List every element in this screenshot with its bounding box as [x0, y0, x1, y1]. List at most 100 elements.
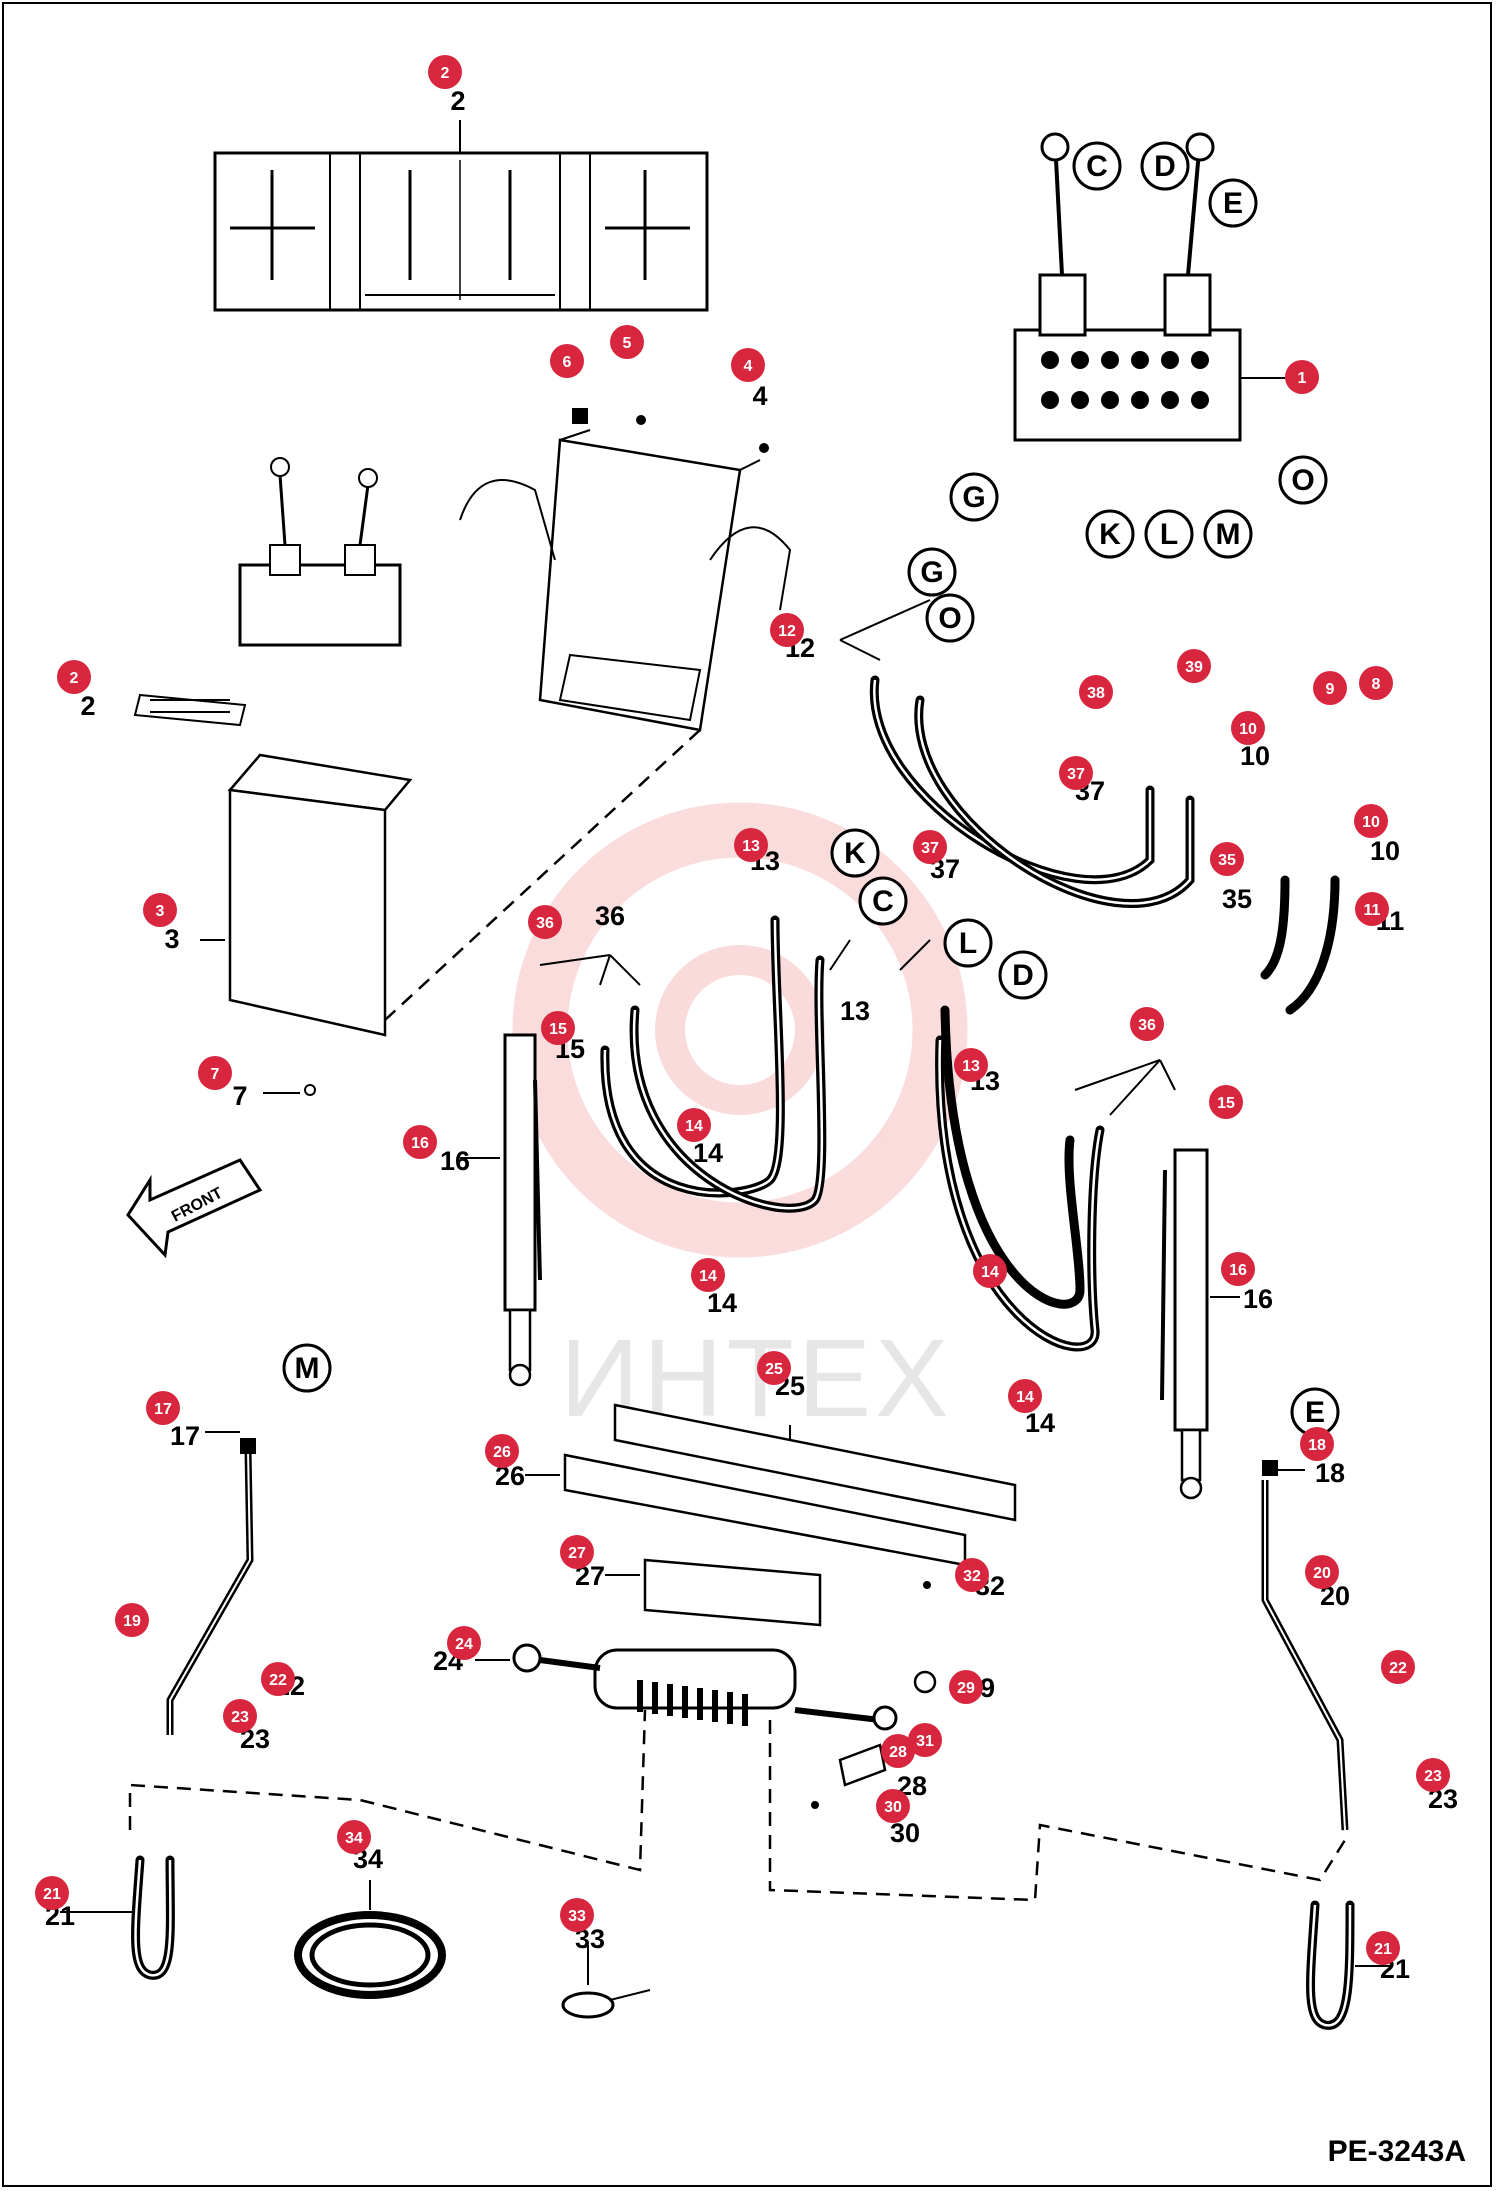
- callout-21a: 21: [35, 1876, 69, 1910]
- callout-number: 10: [1239, 721, 1257, 738]
- callout-number: 31: [916, 1733, 934, 1750]
- callout-31: 31: [908, 1723, 942, 1757]
- callout-21b: 21: [1366, 1931, 1400, 1965]
- port-letter-text: G: [962, 481, 985, 514]
- callout-circle: [1354, 804, 1388, 838]
- callout-number: 29: [957, 1680, 975, 1697]
- cover-panel: [200, 729, 701, 1096]
- callout-18: 18: [1300, 1427, 1334, 1461]
- callout-circle: [57, 660, 91, 694]
- callout-number: 1: [1298, 370, 1307, 387]
- part-number-p10a: 10: [1240, 741, 1270, 771]
- steel-line-19: [166, 1431, 256, 1735]
- port-letter-M2: M: [282, 1343, 332, 1393]
- callout-36b: 36: [528, 905, 562, 939]
- plates-25-26-27: [525, 1403, 1017, 1627]
- port-letter-L2: L: [943, 918, 993, 968]
- part-number-p14c: 14: [1025, 1408, 1055, 1438]
- port-letter-text: L: [959, 927, 977, 960]
- port-letter-text: D: [1154, 150, 1176, 183]
- callout-15a: 15: [541, 1011, 575, 1045]
- callout-14a: 14: [677, 1108, 711, 1142]
- port-letter-text: C: [872, 885, 894, 918]
- callout-number: 15: [549, 1021, 567, 1038]
- callout-circle: [731, 348, 765, 382]
- callout-circle: [1231, 711, 1265, 745]
- hose-21-right: [1306, 1900, 1390, 2030]
- hose-14-left: [600, 915, 827, 1213]
- port-letter-circle: [925, 593, 975, 643]
- callout-number: 5: [623, 335, 632, 352]
- control-valve-assembly: [1013, 132, 1285, 442]
- port-letter-D2: D: [998, 950, 1048, 1000]
- callout-14d: 14: [1008, 1379, 1042, 1413]
- callout-32: 32: [955, 1558, 989, 1592]
- callout-circle: [485, 1434, 519, 1468]
- callout-circle: [35, 1876, 69, 1910]
- callout-number: 21: [1374, 1941, 1392, 1958]
- callout-14b: 14: [691, 1258, 725, 1292]
- callout-number: 27: [568, 1545, 586, 1562]
- port-letter-circle: [1144, 509, 1194, 559]
- callout-number: 12: [778, 623, 796, 640]
- port-letter-K: K: [1085, 509, 1135, 559]
- callout-circle: [146, 1391, 180, 1425]
- callout-13b: 13: [954, 1048, 988, 1082]
- port-letter-circle: [282, 1343, 332, 1393]
- port-letter-C: C: [1072, 141, 1122, 191]
- callout-14c: 14: [973, 1254, 1007, 1288]
- cylinder-16-right: [1160, 1148, 1240, 1500]
- hose-routing-dashes: [128, 1709, 1347, 1902]
- callout-circle: [677, 1108, 711, 1142]
- callout-circle: [1177, 649, 1211, 683]
- hose-37-pair: [869, 675, 1195, 908]
- port-letter-O: O: [1278, 455, 1328, 505]
- callout-circle: [1300, 1427, 1334, 1461]
- callout-8: 8: [1359, 666, 1393, 700]
- control-pattern-decal: [213, 120, 709, 312]
- port-letter-circle: [858, 876, 908, 926]
- front-direction-arrow: FRONT: [126, 1158, 263, 1259]
- leader-lines: [539, 599, 1176, 1116]
- part-number-p35: 35: [1222, 884, 1252, 914]
- drawing-code: PE-3243: [1327, 2135, 1445, 2168]
- port-letter-O2: O: [925, 593, 975, 643]
- port-letter-C2: C: [858, 876, 908, 926]
- callout-23a: 23: [223, 1699, 257, 1733]
- callout-number: 33: [568, 1908, 586, 1925]
- hose-coil-34: [294, 1880, 446, 1999]
- callout-16a: 16: [403, 1125, 437, 1159]
- callout-37b: 37: [913, 830, 947, 864]
- part-number-p17: 17: [170, 1421, 200, 1451]
- callout-circle: [428, 55, 462, 89]
- callout-number: 19: [123, 1613, 141, 1630]
- callout-number: 36: [1138, 1017, 1156, 1034]
- callout-number: 24: [455, 1636, 473, 1653]
- callout-37a: 37: [1059, 756, 1093, 790]
- part-number-p14b: 14: [707, 1288, 737, 1318]
- callout-30: 30: [876, 1789, 910, 1823]
- callout-circle: [403, 1125, 437, 1159]
- port-letter-circle: [1208, 178, 1258, 228]
- port-letter-K2: K: [830, 828, 880, 878]
- callout-number: 23: [1424, 1768, 1442, 1785]
- part-number-p16b: 16: [1243, 1284, 1273, 1314]
- part-number-p13b: 13: [840, 996, 870, 1026]
- callout-number: 16: [411, 1135, 429, 1152]
- port-letter-circle: [1278, 455, 1328, 505]
- callout-3: 3: [143, 893, 177, 927]
- callout-circle: [908, 1723, 942, 1757]
- callout-9: 9: [1313, 671, 1347, 705]
- part-number-p14a: 14: [693, 1138, 723, 1168]
- callout-25: 25: [757, 1351, 791, 1385]
- port-letter-circle: [1140, 141, 1190, 191]
- callout-number: 36: [536, 915, 554, 932]
- callout-11: 11: [1355, 892, 1389, 926]
- port-letter-text: E: [1305, 1396, 1325, 1429]
- callout-10b: 10: [1354, 804, 1388, 838]
- port-letter-circle: [1072, 141, 1122, 191]
- callout-circle: [757, 1351, 791, 1385]
- port-letter-text: K: [1099, 518, 1121, 551]
